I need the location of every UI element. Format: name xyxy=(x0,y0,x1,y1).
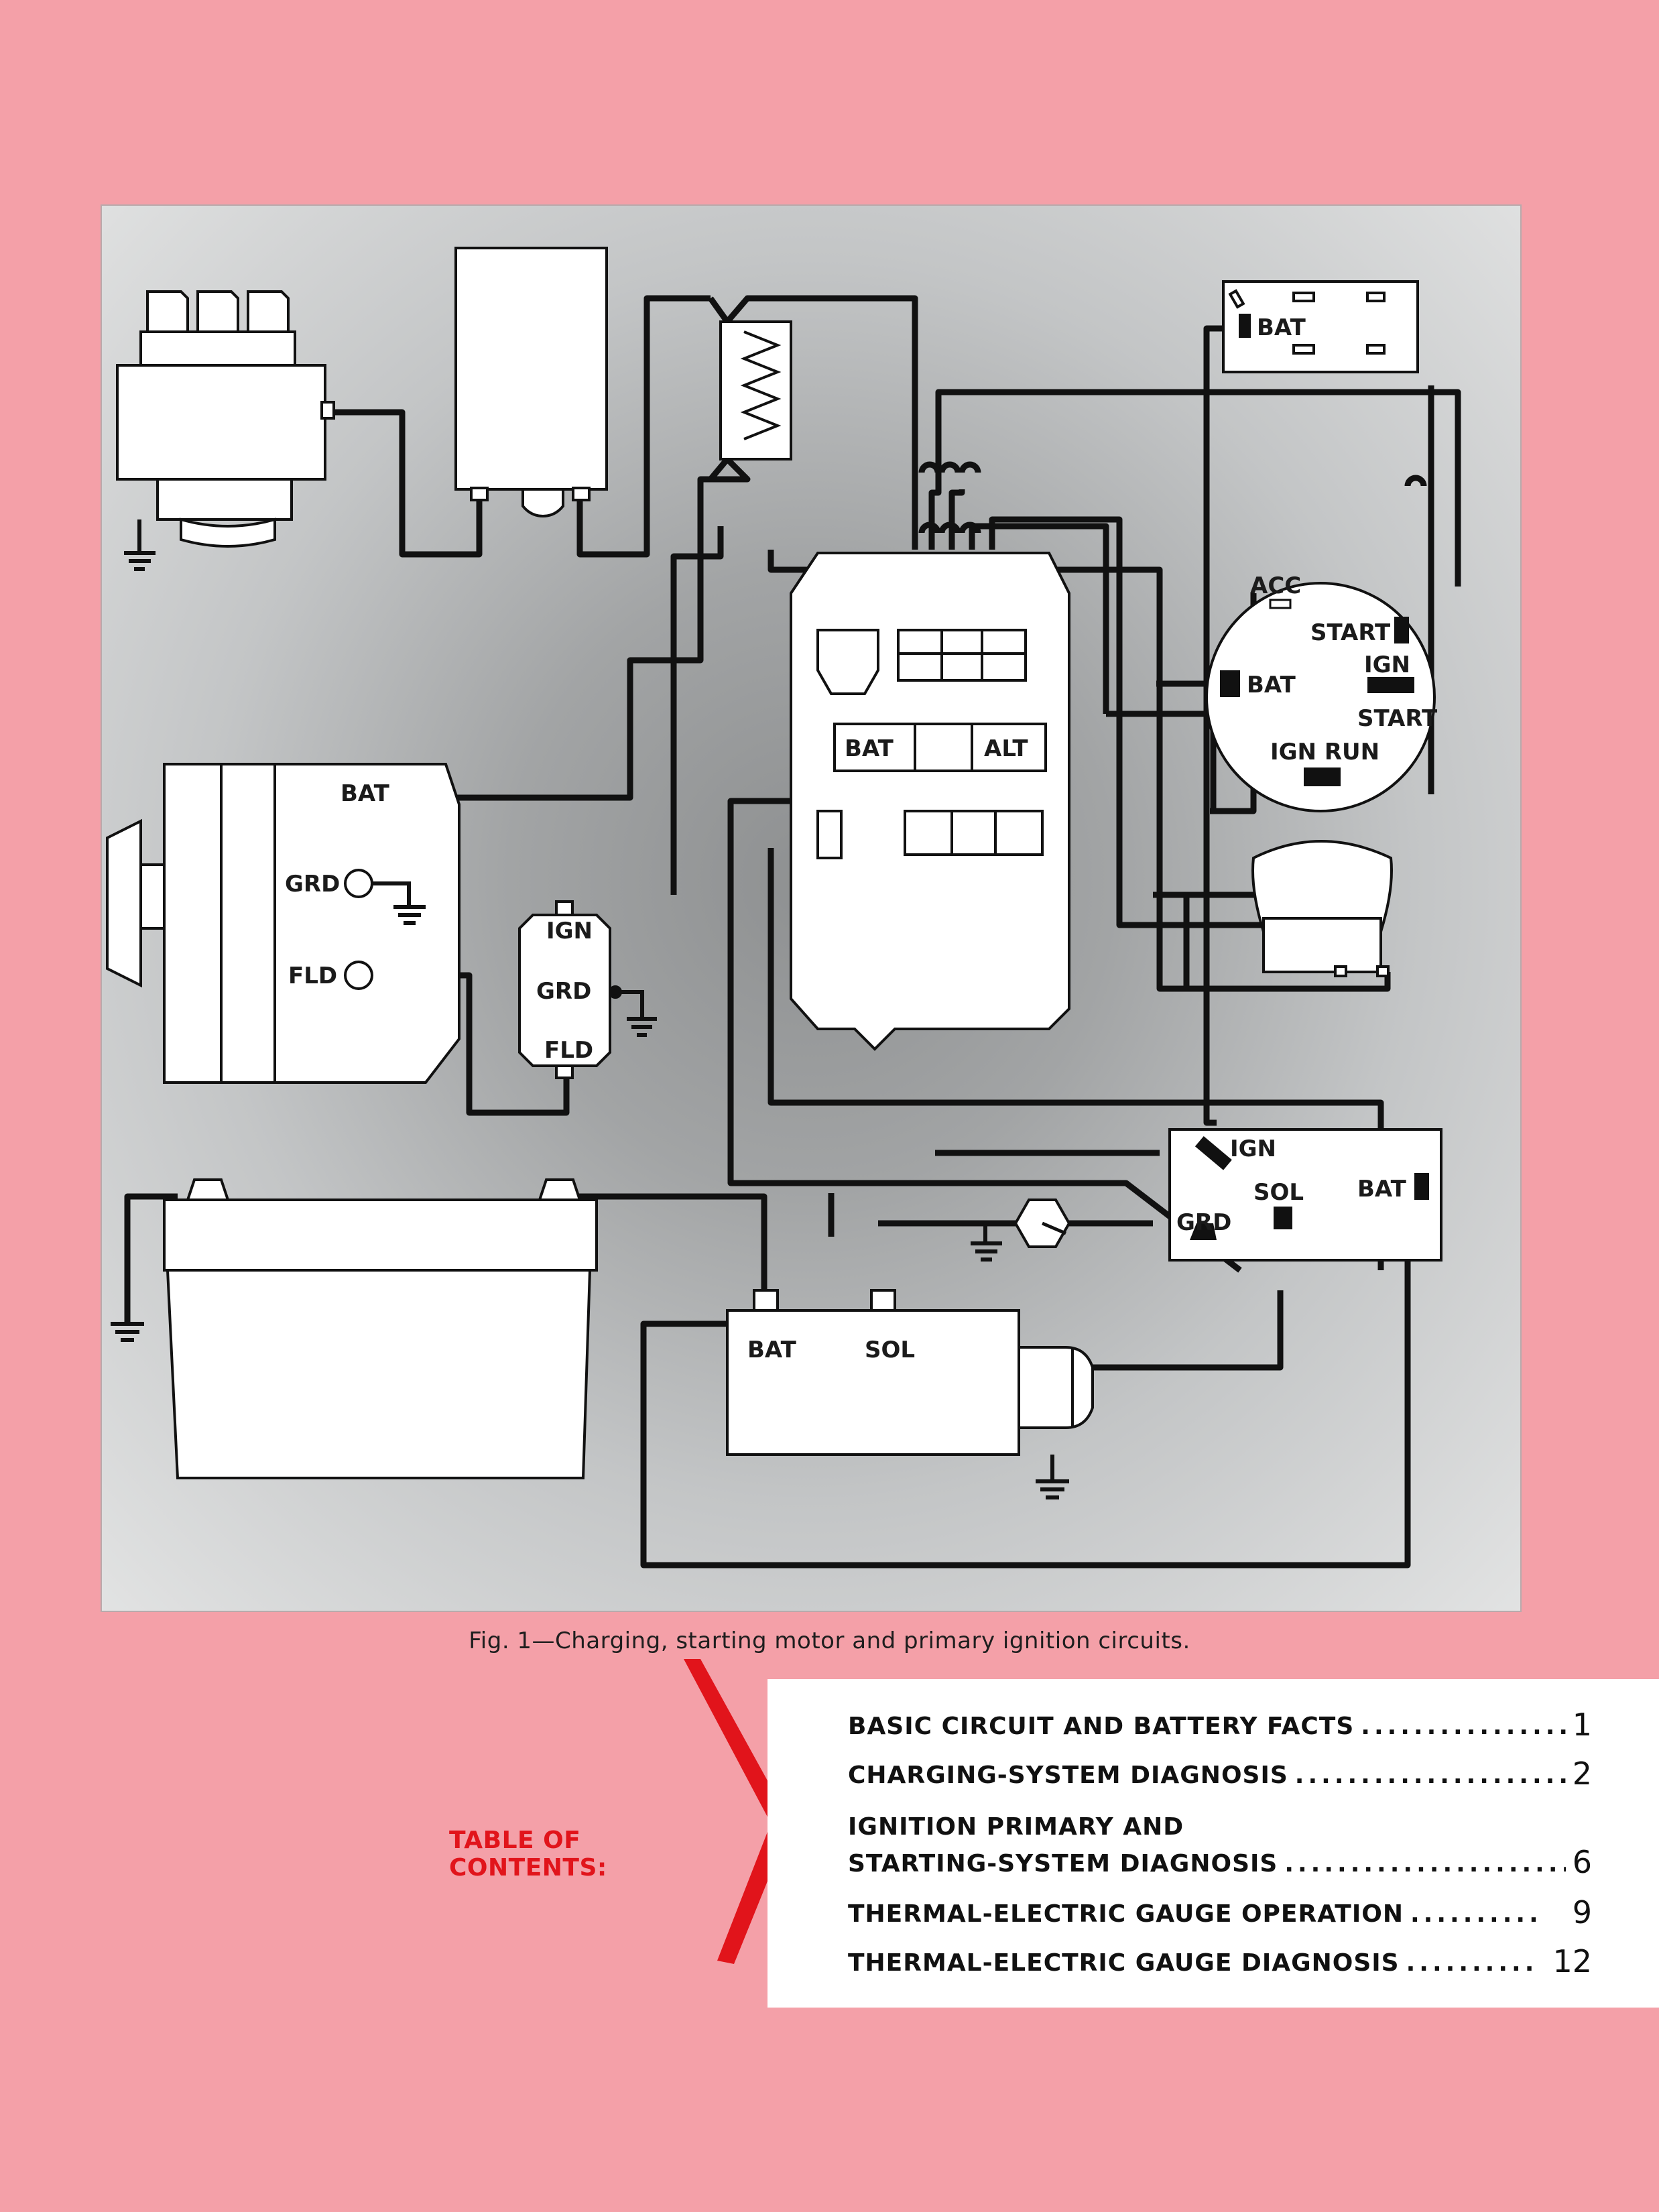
wire-bat-ground xyxy=(124,1193,178,1324)
toc-entry-leader: ........................ xyxy=(1361,1713,1565,1740)
gen-fld-label: FLD xyxy=(288,963,337,989)
ignition-switch xyxy=(1205,582,1436,812)
toc-entry-page: 9 xyxy=(1572,1894,1592,1930)
switch-ign-run-label: IGN RUN xyxy=(1270,739,1379,765)
fuse-bat-label: BAT xyxy=(845,735,894,762)
toc-box: BASIC CIRCUIT AND BATTERY FACTS ........… xyxy=(767,1679,1659,2008)
fuse-block xyxy=(790,552,1070,1051)
wiring-diagram: BAT GRD FLD IGN GRD FLD xyxy=(101,204,1522,1612)
toc-entry-title-line0: IGNITION PRIMARY AND xyxy=(848,1813,1184,1841)
wire-resistor-top xyxy=(708,295,918,550)
reg-grd-label: GRD xyxy=(536,978,591,1005)
starter-sol-label: SOL xyxy=(865,1337,915,1363)
figure-caption: Fig. 1—Charging, starting motor and prim… xyxy=(469,1627,1190,1654)
wire-a xyxy=(928,389,1461,587)
toc-entry-page: 1 xyxy=(1572,1707,1592,1743)
junction-bat-label: BAT xyxy=(1257,314,1306,341)
starter-bat-label: BAT xyxy=(747,1337,797,1363)
relay-ign-label: IGN xyxy=(1230,1135,1276,1162)
wire-relay-ign xyxy=(727,798,1242,1273)
toc-entry-title: BASIC CIRCUIT AND BATTERY FACTS xyxy=(848,1713,1355,1740)
switch-bat-label: BAT xyxy=(1247,672,1296,698)
gen-bat-label: BAT xyxy=(341,780,390,807)
junction-block xyxy=(1222,280,1419,373)
gauge xyxy=(1251,840,1393,977)
neutral-switch xyxy=(1013,1199,1071,1248)
toc-entry-leader: .................................. xyxy=(1284,1850,1565,1878)
toc-entry[interactable]: STARTING-SYSTEM DIAGNOSIS ..............… xyxy=(848,1847,1592,1878)
toc-entry-title: THERMAL-ELECTRIC GAUGE DIAGNOSIS xyxy=(848,1949,1400,1977)
relay-sol-label: SOL xyxy=(1253,1179,1304,1206)
toc-entry[interactable]: CHARGING-SYSTEM DIAGNOSIS ..............… xyxy=(848,1758,1592,1789)
wire-relay-bat xyxy=(640,1230,1411,1569)
wire-coil-resistor xyxy=(576,295,711,558)
wire-h xyxy=(1183,892,1257,989)
starter-motor xyxy=(726,1289,1094,1456)
switch-start-label: START xyxy=(1310,619,1391,646)
distributor xyxy=(116,290,335,548)
ballast-resistor xyxy=(719,320,792,460)
toc-entry[interactable]: THERMAL-ELECTRIC GAUGE OPERATION .......… xyxy=(848,1897,1592,1928)
relay-grd-label: GRD xyxy=(1176,1209,1231,1236)
wire-c xyxy=(969,523,1109,714)
toc-entry-leader: .......... xyxy=(1410,1900,1542,1928)
voltage-regulator xyxy=(518,900,611,1079)
wire-b xyxy=(948,489,965,550)
toc-entry-title: CHARGING-SYSTEM DIAGNOSIS xyxy=(848,1762,1288,1789)
switch-acc-label: ACC xyxy=(1250,572,1301,599)
switch-start2-label: START xyxy=(1357,705,1438,732)
toc-chevron-icon xyxy=(684,1659,791,1964)
battery xyxy=(163,1178,598,1479)
toc-entry-title: STARTING-SYSTEM DIAGNOSIS xyxy=(848,1850,1278,1878)
wire-reg-ign xyxy=(670,526,724,895)
wire-gen-bat xyxy=(409,456,751,801)
switch-ign-label: IGN xyxy=(1364,652,1410,678)
toc-entry-title: THERMAL-ELECTRIC GAUGE OPERATION xyxy=(848,1900,1404,1928)
toc-entry[interactable]: THERMAL-ELECTRIC GAUGE DIAGNOSIS .......… xyxy=(848,1946,1592,1977)
relay-bat-label: BAT xyxy=(1357,1176,1407,1203)
starter-relay xyxy=(1168,1128,1442,1262)
wire-battery-starter xyxy=(550,1193,767,1290)
toc-entry-page: 6 xyxy=(1572,1844,1592,1880)
generator xyxy=(106,763,460,1084)
ignition-coil xyxy=(454,247,608,518)
toc-entry-leader: .................................. xyxy=(1294,1762,1566,1789)
wire-e xyxy=(767,550,1391,992)
toc-entry-leader: .......... xyxy=(1406,1949,1538,1977)
toc-entry-page: 2 xyxy=(1572,1756,1592,1792)
toc-title: TABLE OF CONTENTS: xyxy=(449,1827,607,1882)
reg-ign-label: IGN xyxy=(546,918,593,944)
wire-dist-coil xyxy=(332,409,483,558)
fuse-alt-label: ALT xyxy=(984,735,1028,762)
toc-entry-line0: IGNITION PRIMARY AND xyxy=(848,1813,1592,1841)
reg-fld-label: FLD xyxy=(544,1037,593,1064)
toc-entry-page: 12 xyxy=(1552,1943,1592,1979)
toc-entry[interactable]: BASIC CIRCUIT AND BATTERY FACTS ........… xyxy=(848,1709,1592,1740)
gen-grd-label: GRD xyxy=(285,871,340,898)
